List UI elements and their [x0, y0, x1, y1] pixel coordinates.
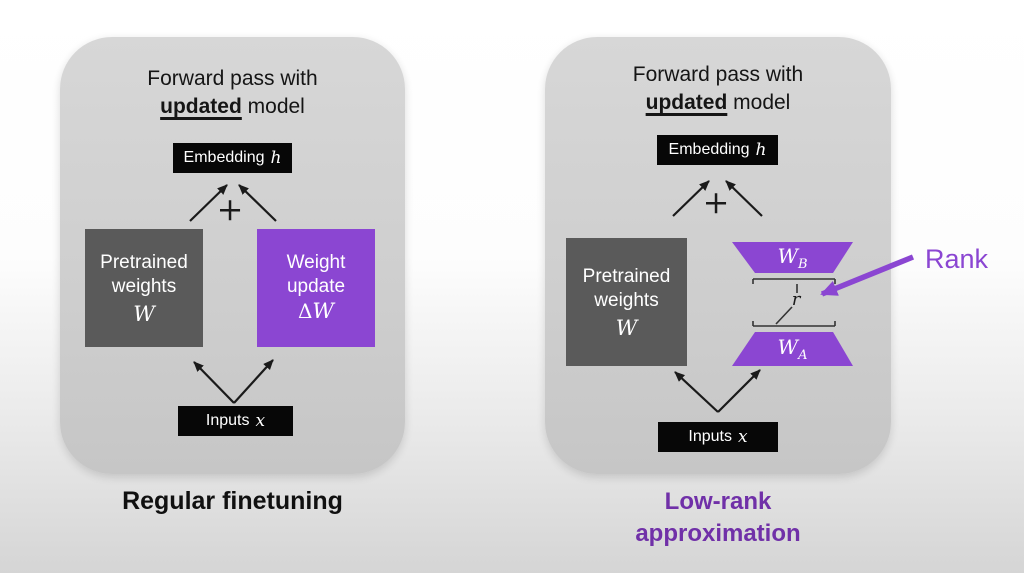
title-emphasis: updated [160, 95, 242, 118]
embedding-math-h: h [755, 140, 767, 160]
panel-low-rank: Forward pass with updated model Embeddin… [545, 37, 891, 474]
rank-bracket-bottom-icon [752, 321, 836, 327]
panel-regular-finetuning: Forward pass with updated model Embeddin… [60, 37, 405, 474]
arrow-inputs-to-update-icon [233, 359, 274, 404]
wa-base: W [777, 335, 799, 359]
title-line1: Forward pass with [632, 63, 804, 86]
title-line1: Forward pass with [147, 67, 318, 90]
weight-update-line2: update [286, 276, 346, 297]
arrow-inputs-to-pretrained-icon [193, 361, 235, 404]
weight-update-line1: Weight [286, 252, 346, 273]
rank-dim-r: r [791, 289, 801, 310]
weight-update-math: ΔW [298, 299, 334, 325]
wb-sub: B [798, 256, 808, 272]
caption-line1: Low-rank [664, 488, 772, 515]
title-rest: model [241, 95, 305, 118]
embedding-label: Embedding [183, 149, 265, 166]
arrow-inputs-to-wa-icon [717, 369, 761, 413]
title-line2: updated model [60, 93, 405, 121]
arrow-inputs-to-pretrained-icon [674, 371, 719, 413]
pretrained-weights-box: Pretrained weights W [85, 229, 203, 347]
panel-title: Forward pass with updated model [60, 65, 405, 121]
title-rest: model [727, 91, 791, 114]
embedding-label: Embedding [668, 141, 750, 158]
weight-update-math-w: W [312, 299, 335, 323]
weight-update-box: Weight update ΔW [257, 229, 375, 347]
wb-matrix-trapezoid: WB [732, 242, 853, 273]
wb-base: W [777, 243, 798, 268]
inputs-label: Inputs [205, 412, 250, 429]
title-line2: updated model [545, 89, 891, 117]
wa-matrix-trapezoid: WA [732, 332, 853, 366]
rank-label: Rank [925, 244, 989, 274]
pretrained-line1: Pretrained [582, 265, 671, 287]
embedding-math-h: h [270, 148, 282, 168]
caption-regular-finetuning: Regular finetuning [122, 487, 343, 515]
pretrained-line2: weights [111, 275, 177, 297]
plus-sign: + [702, 183, 730, 221]
caption-low-rank: Low-rank approximation [545, 486, 891, 550]
embedding-box: Embedding h [173, 143, 292, 173]
pretrained-line2: weights [594, 289, 659, 311]
inputs-label: Inputs [688, 428, 732, 445]
pretrained-weights-box: Pretrained weights W [566, 238, 687, 366]
wb-label: WB [777, 244, 807, 272]
plus-sign: + [216, 190, 244, 228]
pretrained-line1: Pretrained [100, 251, 188, 273]
wa-label: WA [778, 335, 808, 363]
pretrained-math-w: W [133, 301, 155, 326]
inputs-math-x: x [738, 427, 748, 447]
inputs-box: Inputs x [658, 422, 778, 452]
inputs-math-x: x [255, 411, 266, 431]
wa-sub: A [798, 348, 808, 363]
embedding-box: Embedding h [657, 135, 778, 165]
delta-symbol: Δ [297, 299, 313, 323]
inputs-box: Inputs x [178, 406, 293, 436]
caption-line2: approximation [635, 520, 801, 547]
pretrained-math-w: W [615, 315, 638, 340]
rank-bracket-top-icon [752, 278, 836, 284]
arrow-lora-to-embedding-icon [725, 180, 763, 217]
title-emphasis: updated [645, 91, 728, 114]
panel-title: Forward pass with updated model [545, 61, 891, 117]
